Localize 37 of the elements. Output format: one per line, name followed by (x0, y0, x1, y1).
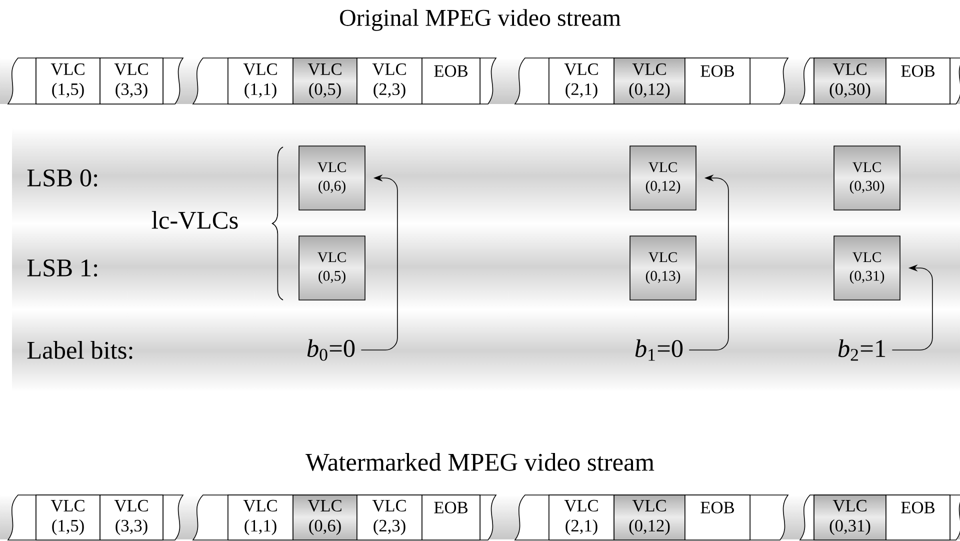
heading: Watermarked MPEG video stream (306, 453, 654, 471)
row-label: lc-VLCs (152, 211, 238, 229)
lc-vlc-box: VLC (0,31) (834, 236, 900, 300)
vlc-cell: VLC (0,5) (292, 58, 358, 104)
vlc-cell: VLC (3,3) (100, 58, 164, 104)
vlc-cell: VLC (2,3) (356, 494, 422, 540)
vlc-cell: VLC (3,3) (100, 494, 164, 540)
vlc-cell: VLC (2,1) (548, 58, 614, 104)
eob-cell: EOB (422, 58, 480, 104)
eob-cell: EOB (886, 58, 950, 104)
vlc-cell: VLC (0,31) (814, 494, 886, 540)
label-bit-text: b$_{1}$=0 (635, 339, 683, 361)
vlc-cell: VLC (1,5) (36, 494, 100, 540)
eob-cell: EOB (684, 494, 750, 540)
vlc-cell: VLC (1,5) (36, 58, 100, 104)
row-label: Label bits: (27, 341, 132, 359)
vlc-cell: VLC (0,12) (614, 494, 686, 540)
lc-vlc-box: VLC (0,5) (298, 236, 366, 300)
lc-vlc-box: VLC (0,13) (630, 236, 696, 300)
vlc-cell: VLC (1,1) (228, 494, 294, 540)
vlc-cell: VLC (2,1) (548, 494, 614, 540)
vlc-cell: VLC (0,6) (292, 494, 358, 540)
label-bit-text: b$_{2}$=1 (838, 339, 886, 361)
row-label: LSB 1: (27, 259, 98, 277)
lc-vlc-box: VLC (0,12) (630, 146, 696, 210)
eob-cell: EOB (422, 494, 480, 540)
eob-cell: EOB (684, 58, 750, 104)
row-label: LSB 0: (27, 169, 98, 187)
vlc-cell: VLC (1,1) (228, 58, 294, 104)
lc-vlc-box: VLC (0,30) (834, 146, 900, 210)
vlc-cell: VLC (0,30) (814, 58, 886, 104)
vlc-cell: VLC (2,3) (356, 58, 422, 104)
title: Original MPEG video stream (340, 9, 621, 31)
label-bit-text: b$_{0}$=0 (307, 339, 355, 361)
vlc-cell: VLC (0,12) (614, 58, 686, 104)
eob-cell: EOB (886, 494, 950, 540)
lc-vlc-box: VLC (0,6) (298, 146, 366, 210)
